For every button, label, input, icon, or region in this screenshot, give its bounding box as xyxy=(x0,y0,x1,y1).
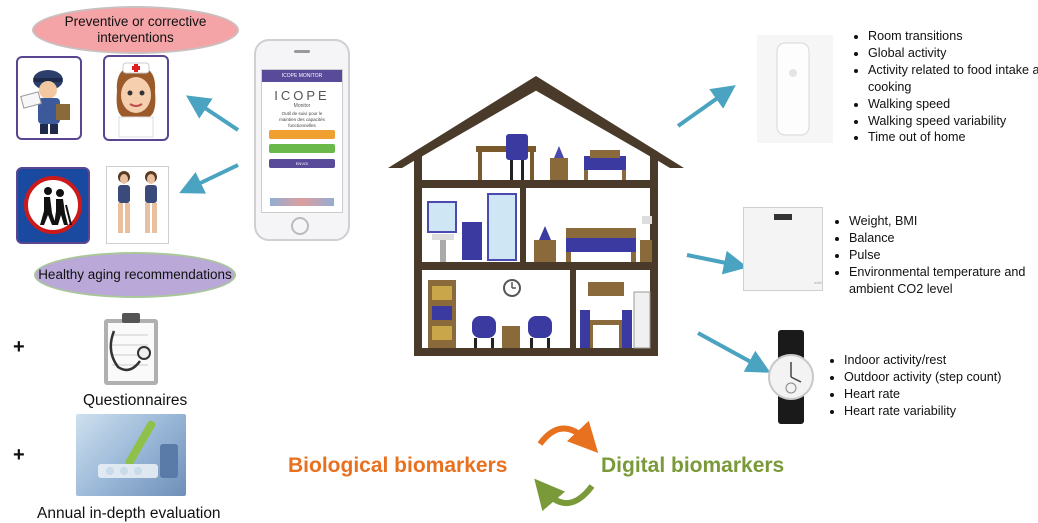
mailman-icon xyxy=(20,70,70,134)
scale-feature-item: Environmental temperature and ambient CO… xyxy=(849,264,1038,298)
phone-button-orange[interactable] xyxy=(269,130,335,139)
healthy-women-icon xyxy=(118,171,157,233)
phone-home-button[interactable] xyxy=(291,217,309,235)
house-illustration xyxy=(388,76,684,356)
cycle-arrow-green xyxy=(534,478,595,512)
arrow-phone-to-recommendations xyxy=(179,163,239,194)
attic-bed xyxy=(584,156,626,170)
smart-scale-image: withings xyxy=(743,207,823,291)
bath-shower xyxy=(487,193,517,261)
digital-biomarkers-label: Digital biomarkers xyxy=(601,454,785,477)
questionnaires-label: Questionnaires xyxy=(83,392,188,409)
scale-feature-item: Pulse xyxy=(849,247,1038,264)
smartwatch-icon xyxy=(768,330,814,424)
bath-mirror xyxy=(427,201,457,233)
phone-app-header: ICOPE MONITOR xyxy=(262,70,342,82)
bedroom-bed xyxy=(566,238,636,252)
phone-speaker xyxy=(294,50,310,53)
bedroom-nightstand-left xyxy=(534,240,556,262)
annual-evaluation-label: Annual in-depth evaluation xyxy=(37,505,221,522)
cycle-arrow-orange xyxy=(537,420,599,453)
elderly-sign-tile xyxy=(16,167,90,244)
bath-sink xyxy=(432,234,454,240)
watch-feature-item: Indoor activity/rest xyxy=(844,352,1038,369)
smart-scale-icon: withings xyxy=(774,214,822,285)
sensor-feature-item: Walking speed variability xyxy=(868,113,1038,130)
phone-footer-logos xyxy=(270,198,334,206)
wall-divider-middle xyxy=(520,188,526,262)
watch-feature-item: Heart rate xyxy=(844,386,1038,403)
lab-pipette-icon xyxy=(98,420,178,478)
living-armchair-right xyxy=(528,316,552,338)
sensor-feature-item: Time out of home xyxy=(868,129,1038,146)
sensor-feature-list: Room transitions Global activity Activit… xyxy=(850,28,1038,146)
phone-send-label: ENVOI xyxy=(295,161,309,166)
wall-sensor-image xyxy=(757,35,833,143)
kitchen-chair xyxy=(580,310,590,348)
floor-1 xyxy=(418,180,654,188)
nurse-tile xyxy=(103,55,169,141)
living-table xyxy=(502,326,520,348)
scale-feature-item: Weight, BMI xyxy=(849,213,1038,230)
scale-feature-list: Weight, BMI Balance Pulse Environmental … xyxy=(831,213,1038,298)
phone-description: Outil de suivi pour le maintien des capa… xyxy=(279,111,325,128)
mailman-tile xyxy=(16,56,82,140)
biological-biomarkers-label: Biological biomarkers xyxy=(288,454,508,477)
cycle-arrows xyxy=(534,420,599,512)
watch-feature-item: Outdoor activity (step count) xyxy=(844,369,1038,386)
bedroom-nightstand-right xyxy=(640,240,652,262)
svg-text:withings: withings xyxy=(814,280,822,285)
clipboard-stethoscope-icon xyxy=(104,313,158,385)
scale-feature-item: Balance xyxy=(849,230,1038,247)
icope-logo: ICOPE xyxy=(274,88,330,103)
icope-logo-sub: Monitor xyxy=(293,103,311,109)
healthy-women-tile xyxy=(106,166,169,244)
phone-header-title: ICOPE MONITOR xyxy=(281,73,323,79)
phone-button-send[interactable]: ENVOI xyxy=(269,159,335,168)
interventions-label: Preventive or corrective interventions xyxy=(64,14,207,45)
kitchen-fridge xyxy=(633,291,651,349)
smartphone: ICOPE MONITOR ICOPE Monitor Outil de sui… xyxy=(254,39,350,241)
sensor-feature-item: Activity related to food intake and cook… xyxy=(868,62,1038,96)
healthy-aging-oval: Healthy aging recommendations xyxy=(34,252,236,298)
watch-feature-item: Heart rate variability xyxy=(844,403,1038,420)
phone-screen: ICOPE MONITOR ICOPE Monitor Outil de sui… xyxy=(261,69,343,213)
plus-sign-2: + xyxy=(13,444,25,466)
watch-feature-list: Indoor activity/rest Outdoor activity (s… xyxy=(826,352,1038,420)
phone-button-green[interactable] xyxy=(269,144,335,153)
living-armchair-left xyxy=(472,316,496,338)
arrow-phone-to-interventions xyxy=(186,95,240,132)
arrow-house-to-watch xyxy=(697,331,771,373)
kitchen-table xyxy=(588,320,624,325)
healthy-aging-label: Healthy aging recommendations xyxy=(38,267,232,282)
clipboard-image xyxy=(98,311,164,387)
arrow-house-to-sensor xyxy=(676,85,736,128)
sensor-feature-item: Walking speed xyxy=(868,96,1038,113)
nurse-icon xyxy=(116,62,156,138)
sensor-feature-item: Room transitions xyxy=(868,28,1038,45)
bath-cabinet xyxy=(462,222,482,260)
arrow-house-to-scale xyxy=(686,250,748,275)
plus-sign-1: + xyxy=(13,336,25,358)
elderly-people-icon xyxy=(24,176,82,234)
floor-2 xyxy=(418,262,654,270)
kitchen-cabinet xyxy=(588,282,624,296)
attic-chair xyxy=(506,134,528,160)
sensor-feature-item: Global activity xyxy=(868,45,1038,62)
wall-divider-bottom xyxy=(570,270,576,352)
attic-nightstand xyxy=(550,158,568,180)
wall-sensor-icon xyxy=(757,35,833,143)
lab-image xyxy=(76,414,186,496)
interventions-oval: Preventive or corrective interventions xyxy=(32,6,239,54)
smartwatch-image xyxy=(766,330,816,424)
